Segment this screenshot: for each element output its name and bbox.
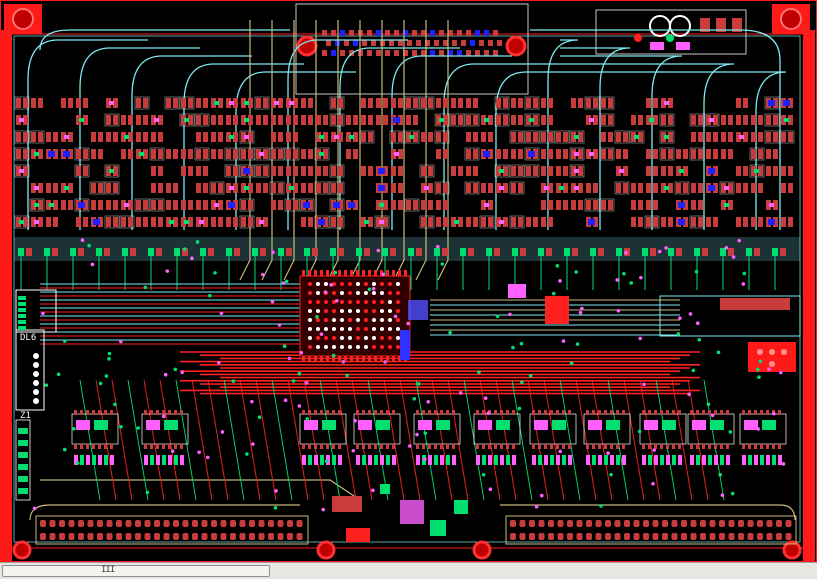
bottom-connectors [35,515,797,545]
silk-label-z1: Z1 [20,411,31,421]
pcb-layout-canvas[interactable]: DL6 Z1 [0,0,817,562]
top-right-components [595,9,747,55]
vias [18,238,786,512]
cyan-routing [14,29,800,261]
bottom-center-components [332,484,468,542]
silk-label-dl6: DL6 [20,333,36,343]
horizontal-scrollbar[interactable]: III [0,562,817,579]
central-ic [299,270,428,362]
bus-traces [40,283,725,501]
mounting-holes [4,4,810,560]
left-side-components: DL6 Z1 [15,289,57,501]
pcb-board-drawing[interactable]: DL6 Z1 [0,0,817,562]
scrollbar-grip: III [101,565,115,575]
scrollbar-thumb[interactable]: III [2,565,270,577]
lower-ic-row [71,410,787,465]
component-grid [14,96,795,290]
right-side-components [508,284,801,372]
